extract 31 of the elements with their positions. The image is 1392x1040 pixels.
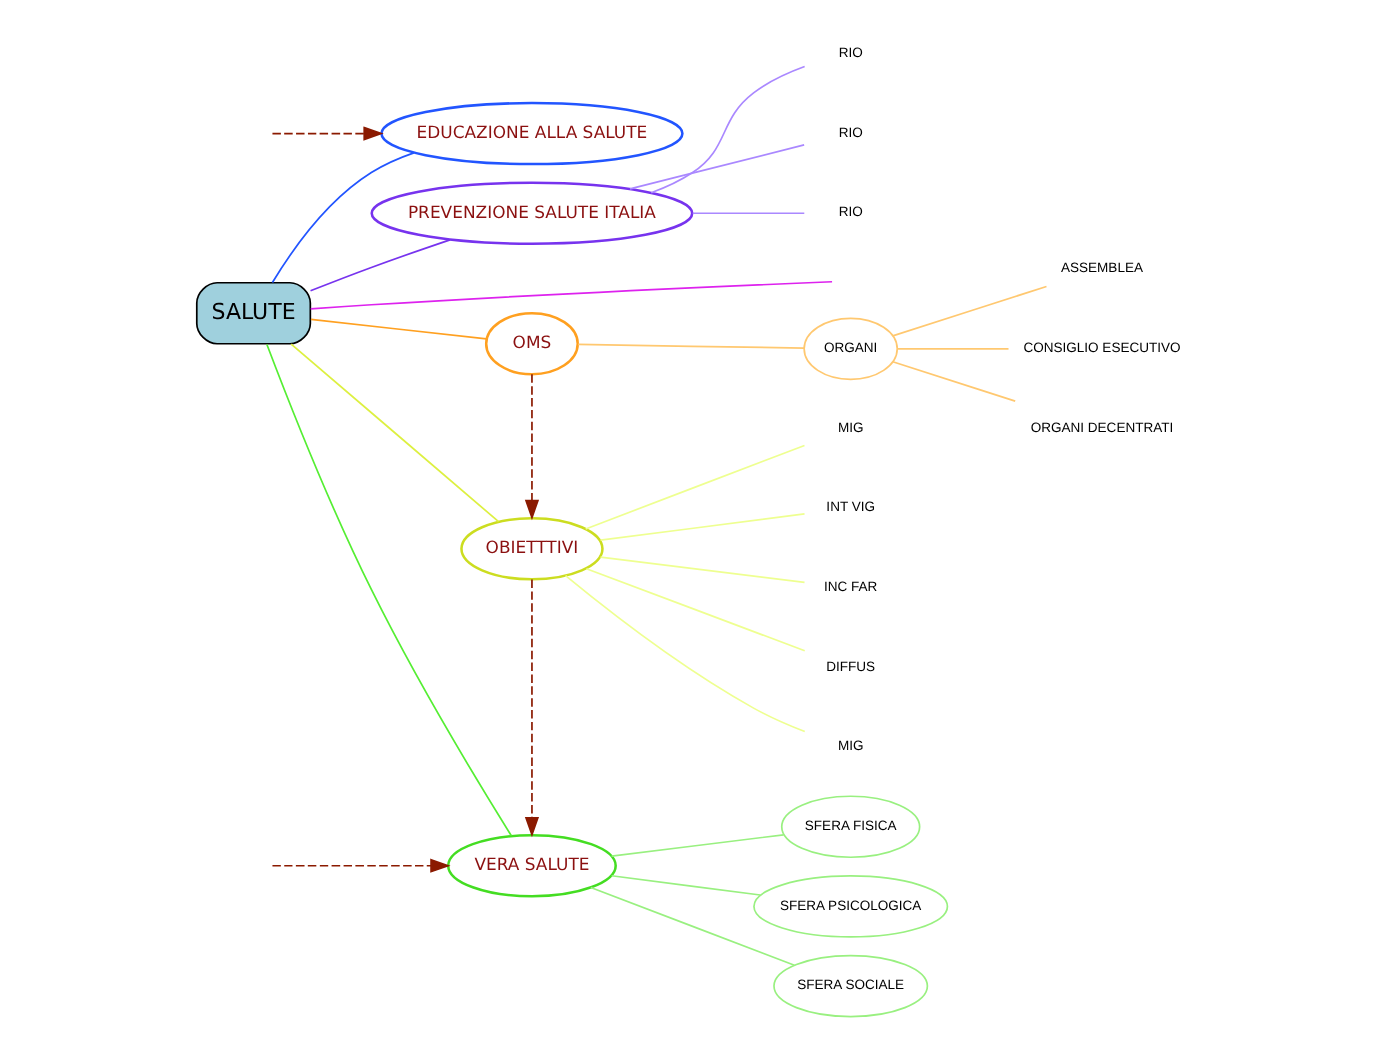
connector — [585, 567, 806, 652]
node-ellipse: OBIETTTIVI — [460, 517, 604, 581]
arrow — [524, 373, 540, 521]
connector — [891, 360, 1017, 402]
connector — [584, 444, 806, 530]
connector — [691, 212, 806, 215]
connector — [290, 343, 500, 523]
connector — [271, 152, 415, 284]
connector — [610, 834, 785, 857]
node-ellipse: PREVENZIONE SALUTE ITALIA — [370, 181, 694, 245]
connector — [310, 318, 488, 340]
connector — [896, 348, 1010, 350]
node-box: SALUTE — [195, 281, 312, 345]
arrow — [271, 858, 451, 873]
connector — [266, 343, 513, 837]
arrow — [271, 126, 384, 141]
arrow — [524, 578, 540, 838]
connector — [577, 343, 806, 349]
node-ellipse: VERA SALUTE — [446, 833, 617, 898]
connector — [650, 65, 806, 194]
connector — [599, 513, 806, 542]
connector — [610, 874, 762, 896]
connector — [599, 556, 806, 584]
node-ellipse: OMS — [484, 311, 579, 376]
connector — [891, 285, 1048, 337]
connector — [629, 144, 805, 190]
connector — [309, 280, 833, 310]
connector — [309, 239, 451, 292]
node-ellipse: EDUCAZIONE ALLA SALUTE — [380, 101, 684, 166]
connector — [589, 886, 796, 967]
connector — [564, 574, 806, 733]
